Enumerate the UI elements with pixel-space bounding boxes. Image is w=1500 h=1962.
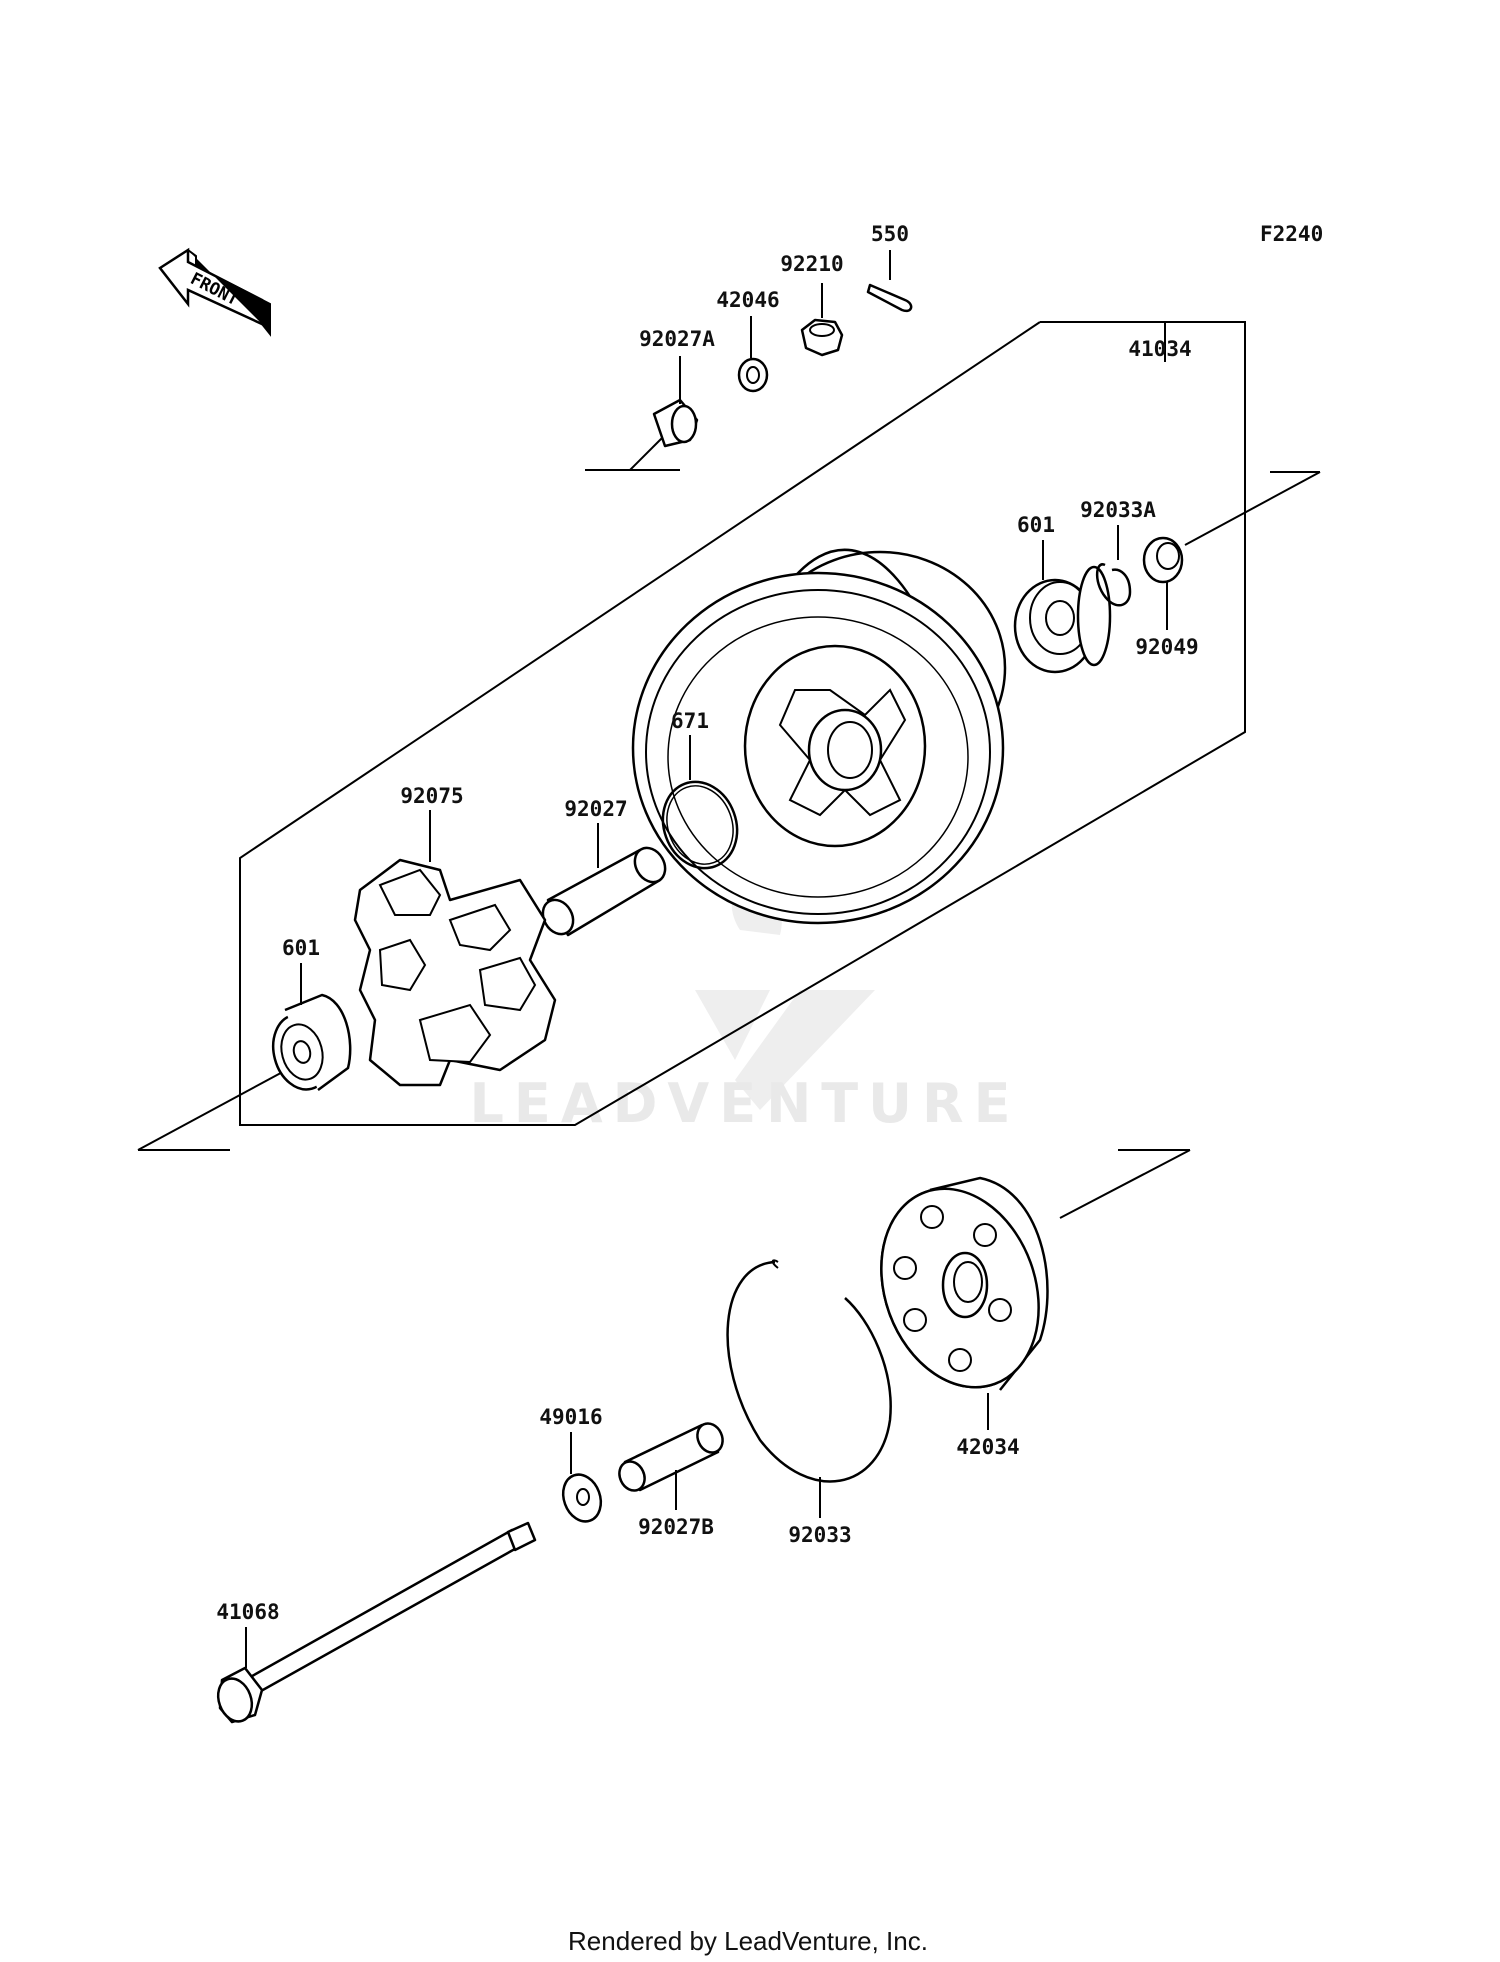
part-41068-axle[interactable] [212, 1521, 537, 1726]
front-arrow-icon: FRONT [158, 247, 271, 337]
part-601-bearing-left[interactable] [265, 963, 352, 1096]
part-92027-collar[interactable] [537, 823, 671, 940]
label-92075: 92075 [400, 784, 463, 808]
label-41068: 41068 [216, 1600, 279, 1624]
label-601-left: 601 [282, 936, 320, 960]
part-671-o-ring[interactable] [651, 735, 749, 879]
label-42034: 42034 [956, 1435, 1019, 1459]
part-92210-nut[interactable] [800, 283, 844, 357]
label-92033: 92033 [788, 1523, 851, 1547]
label-92027B: 92027B [638, 1515, 714, 1539]
label-92027A: 92027A [639, 327, 715, 351]
part-92033A-circlip[interactable] [1095, 525, 1132, 607]
part-42034-hub[interactable] [855, 1166, 1066, 1430]
figure-code: F2240 [1260, 222, 1323, 246]
part-42046-washer[interactable] [737, 316, 769, 393]
part-41034-wheel[interactable] [631, 548, 1007, 925]
label-601-top: 601 [1017, 513, 1055, 537]
part-92033-circlip[interactable] [726, 1259, 892, 1518]
label-92033A: 92033A [1080, 498, 1156, 522]
part-49016-washer[interactable] [557, 1432, 607, 1527]
footer-credit: Rendered by LeadVenture, Inc. [568, 1926, 928, 1956]
watermark: LEADVENTURE [470, 860, 1010, 1135]
part-550-cotter-pin[interactable] [866, 250, 913, 313]
label-92049: 92049 [1135, 635, 1198, 659]
label-92027: 92027 [564, 797, 627, 821]
wheel-assembly-outline [239, 321, 1246, 1126]
label-671: 671 [671, 709, 709, 733]
part-92027A-collar[interactable] [652, 356, 699, 448]
label-92210: 92210 [780, 252, 843, 276]
label-41034: 41034 [1128, 337, 1191, 361]
part-92075-damper[interactable] [353, 810, 557, 1087]
part-601-bearing-top[interactable] [1013, 540, 1112, 674]
label-49016: 49016 [539, 1405, 602, 1429]
part-92049-oil-seal[interactable] [1142, 536, 1184, 630]
part-92027B-collar[interactable] [615, 1419, 727, 1510]
label-42046: 42046 [716, 288, 779, 312]
label-550: 550 [871, 222, 909, 246]
